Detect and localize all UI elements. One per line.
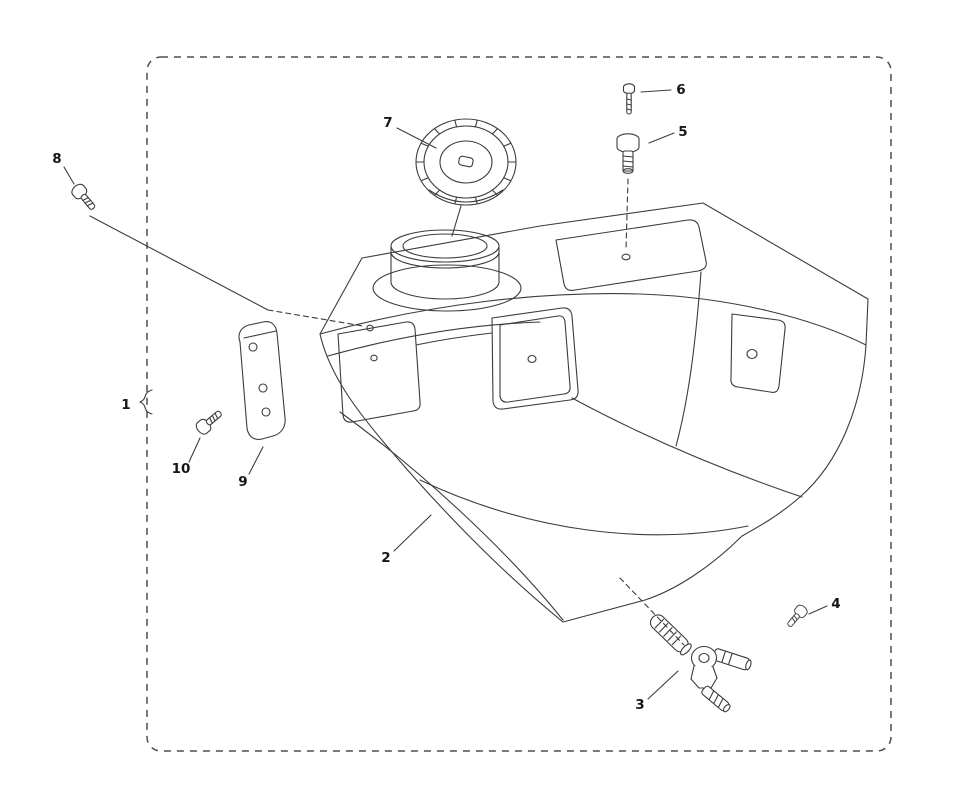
tank-top-recess	[555, 219, 707, 291]
tank-center-pocket-inner	[499, 315, 571, 403]
tank-right-tab	[730, 313, 786, 393]
callout-labels: 1 2 3 4 5 6 7 8 9 10	[52, 82, 840, 713]
callout-label-3: 3	[635, 697, 644, 713]
tank-crease-right	[675, 271, 702, 447]
cap-knurl-ticks	[415, 119, 517, 205]
screw-4-drawing	[787, 604, 808, 627]
bracket-drawing	[238, 321, 286, 440]
bracket-hole-1	[248, 342, 258, 352]
screw-6-drawing	[622, 83, 636, 115]
bracket-plate	[238, 321, 286, 440]
fuel-valve-drawing	[649, 614, 752, 713]
callout-7-leader	[396, 127, 437, 149]
callout-3-leader	[647, 670, 679, 700]
valve-body-center	[698, 652, 710, 664]
cap-inner-ring	[439, 140, 493, 184]
filler-neck-base	[390, 281, 500, 300]
valve-body	[690, 645, 718, 671]
filler-neck-opening	[402, 233, 488, 259]
valve-outlet-barb	[701, 685, 731, 713]
callout-4-leader	[808, 605, 828, 615]
valve-side-fitting	[712, 648, 752, 671]
callout-label-6: 6	[676, 82, 685, 98]
callout-label-10: 10	[172, 461, 191, 477]
bracket-hole-2	[258, 383, 268, 393]
tank-body-line-3	[571, 397, 803, 498]
cap-skirt	[428, 189, 504, 203]
tank-mount-hole-top	[621, 253, 631, 261]
tank-top-ridge	[319, 293, 867, 346]
fuel-tank-drawing	[319, 202, 869, 623]
callout-label-4: 4	[831, 596, 840, 612]
fuel-cap-drawing	[415, 118, 517, 237]
screw-10-drawing	[195, 410, 222, 435]
tank-body-line-1	[339, 411, 564, 621]
tank-ridge-2	[327, 321, 541, 357]
screw-8-alignment-line	[89, 215, 269, 311]
tank-body-line-4	[415, 332, 493, 346]
filler-neck-rim-2	[390, 251, 500, 269]
cap-mid-ring	[423, 125, 509, 199]
tank-center-hole	[527, 354, 537, 364]
callout-5-leader	[648, 132, 675, 144]
callout-10-leader	[188, 437, 201, 463]
filler-neck-rim	[390, 229, 500, 263]
bracket-hole-3	[261, 407, 271, 417]
tank-body-line-2	[419, 479, 749, 536]
tank-center-pocket	[491, 307, 579, 410]
tank-right-tab-hole	[746, 348, 758, 360]
valve-handle	[649, 614, 692, 656]
callout-1-brace	[139, 389, 153, 415]
screw-8-drawing	[71, 183, 96, 210]
frame	[139, 56, 892, 752]
screw-5-alignment-dash	[625, 178, 629, 251]
dashed-border	[146, 56, 892, 752]
screw-8-alignment-dash	[267, 309, 364, 327]
callout-8-leader	[63, 166, 75, 185]
bushing-5-drawing	[616, 133, 640, 174]
tank-front-recess	[337, 321, 421, 423]
bracket-fold-line	[243, 330, 277, 339]
callout-label-8: 8	[52, 151, 61, 167]
callout-label-5: 5	[678, 124, 687, 140]
callout-9-leader	[248, 446, 264, 475]
callout-6-leader	[640, 89, 672, 93]
cap-outer	[415, 118, 517, 206]
tank-front-hole-1	[366, 324, 374, 332]
callout-label-9: 9	[238, 474, 247, 490]
callout-2-leader	[393, 514, 432, 552]
callout-label-1: 1	[121, 397, 130, 413]
callout-leaders	[63, 89, 828, 700]
valve-nut	[690, 665, 718, 689]
callout-label-2: 2	[381, 550, 390, 566]
cap-vent-slot	[458, 155, 474, 168]
callout-label-7: 7	[383, 115, 392, 131]
valve-alignment-dash	[619, 577, 685, 646]
screw-6-shaft	[626, 92, 632, 115]
tank-front-hole-2	[370, 354, 378, 362]
cap-to-neck-line	[451, 205, 462, 237]
filler-boss	[372, 264, 522, 312]
